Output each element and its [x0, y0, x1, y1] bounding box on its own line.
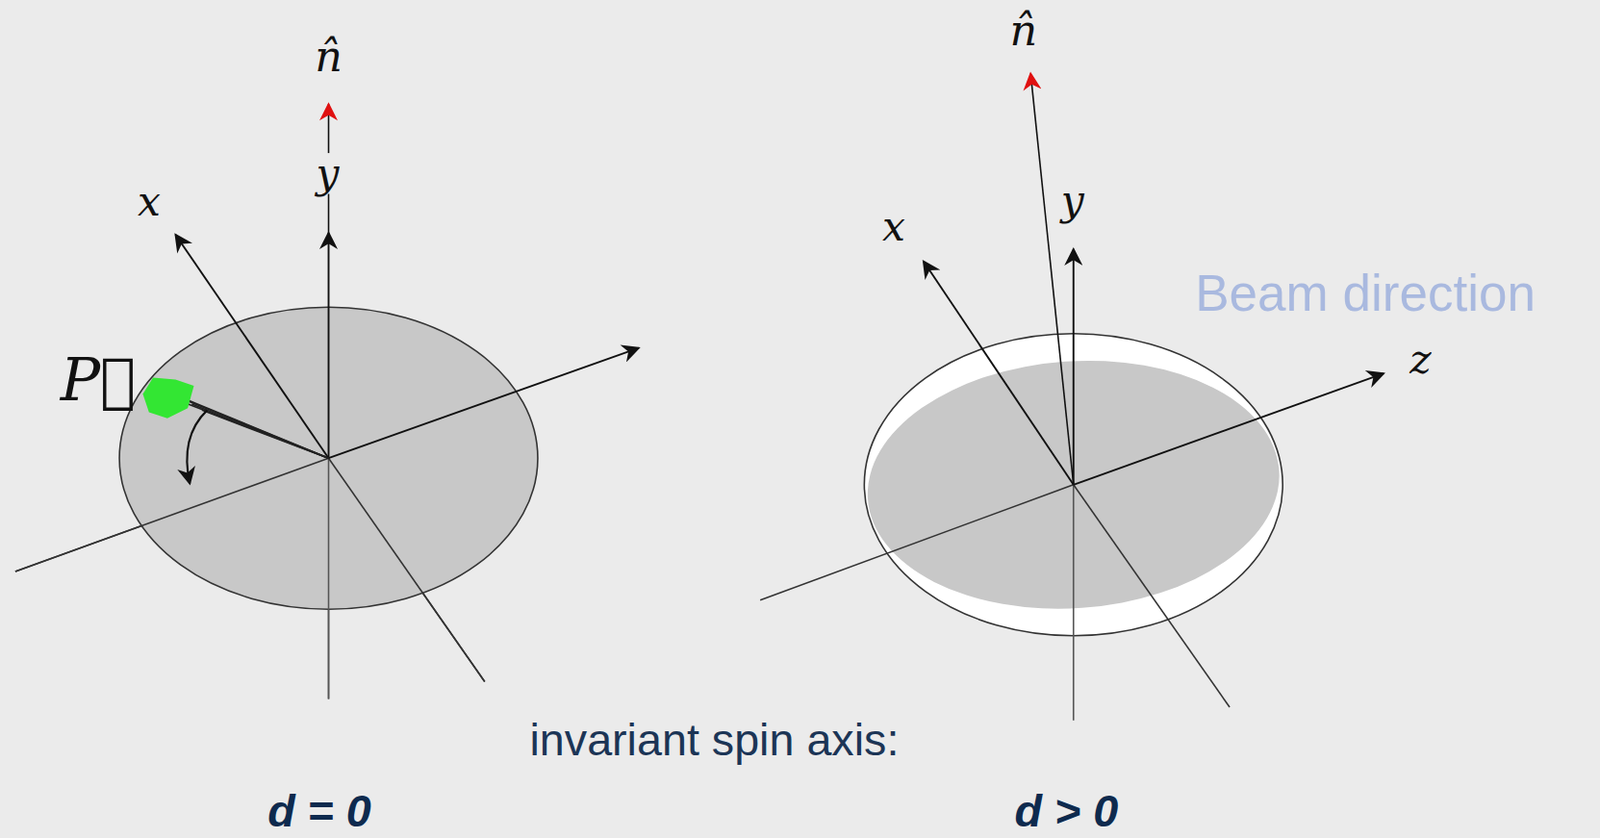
- z-axis-arrow: [329, 348, 639, 459]
- axis-label: z: [1409, 338, 1431, 380]
- x-axis-arrow: [175, 234, 329, 458]
- case-label: d = 0: [267, 788, 372, 835]
- vector-label: n̂: [314, 35, 343, 79]
- axis-label: y: [312, 152, 342, 194]
- annotation: Beam direction: [1194, 268, 1536, 320]
- y-axis: [1072, 249, 1075, 485]
- precession-arrow: [186, 409, 207, 483]
- z-axis-arrow: [1073, 373, 1384, 485]
- z-axis: [15, 457, 330, 572]
- vector-label: P⃗: [60, 350, 136, 410]
- polarization-cone: [142, 377, 194, 418]
- y-axis-lower: [1072, 484, 1075, 721]
- right-figure: [760, 73, 1384, 720]
- vector-label: n̂: [1009, 9, 1038, 53]
- caption-text: invariant spin axis:: [529, 717, 899, 763]
- axis-label: y: [1061, 179, 1085, 221]
- z-axis-lower: [760, 484, 1074, 601]
- x-axis-lower: [1073, 484, 1230, 708]
- y-axis-under: [328, 457, 331, 699]
- axis-label: x: [882, 205, 906, 247]
- axis-label: x: [137, 180, 161, 222]
- n-hat-vector: [1030, 73, 1074, 484]
- case-label: d > 0: [1015, 788, 1119, 835]
- y-axis: [328, 232, 331, 458]
- x-axis: [329, 457, 485, 682]
- y-axis-lower: [328, 457, 331, 699]
- x-axis-arrow: [923, 261, 1074, 485]
- left-figure: [15, 103, 639, 699]
